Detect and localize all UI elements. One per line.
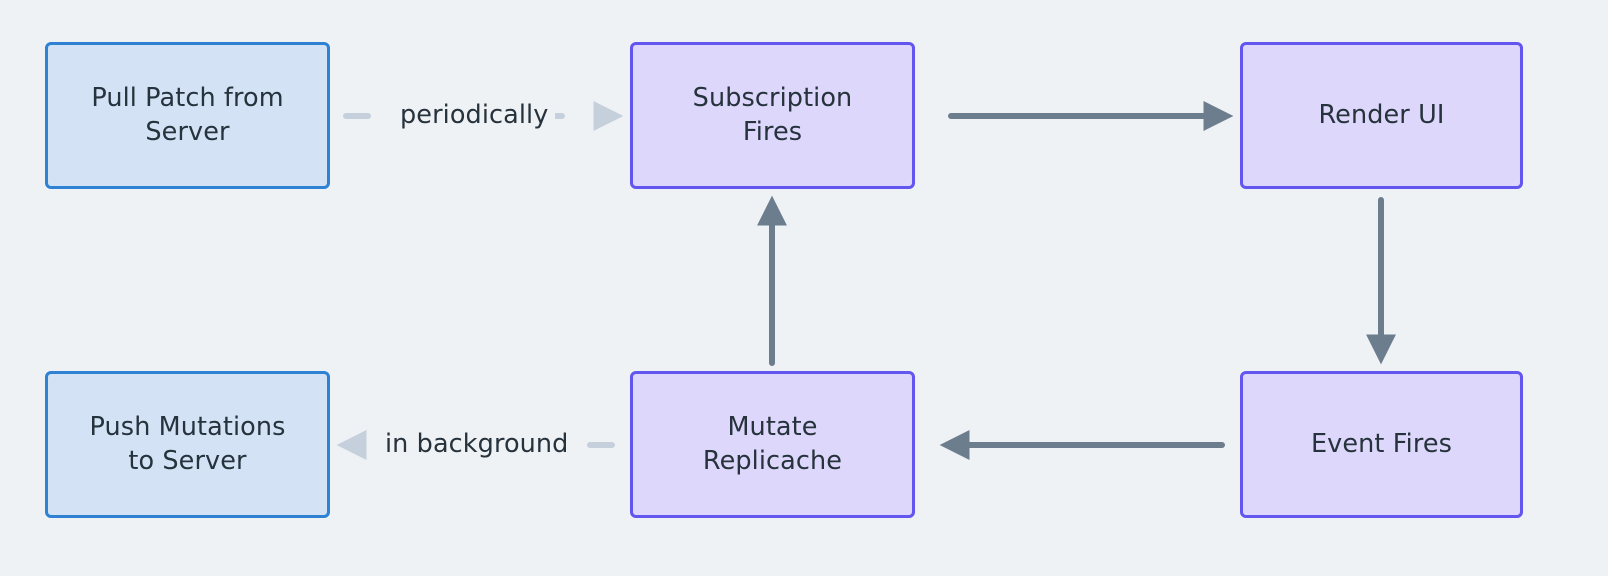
node-event-fires[interactable]: Event Fires — [1240, 371, 1523, 518]
edge-label-in-background: in background — [378, 431, 576, 458]
node-label: Pull Patch from Server — [91, 82, 284, 147]
node-label: Render UI — [1318, 99, 1445, 130]
edge-label-periodically: periodically — [393, 102, 556, 129]
node-subscription-fires[interactable]: Subscription Fires — [630, 42, 915, 189]
node-label: Event Fires — [1310, 428, 1453, 459]
node-pull-patch-from-server[interactable]: Pull Patch from Server — [45, 42, 330, 189]
node-label: Subscription Fires — [692, 82, 853, 147]
node-mutate-replicache[interactable]: Mutate Replicache — [630, 371, 915, 518]
node-label: Push Mutations to Server — [89, 411, 286, 476]
node-render-ui[interactable]: Render UI — [1240, 42, 1523, 189]
node-push-mutations-to-server[interactable]: Push Mutations to Server — [45, 371, 330, 518]
node-label: Mutate Replicache — [702, 411, 843, 476]
